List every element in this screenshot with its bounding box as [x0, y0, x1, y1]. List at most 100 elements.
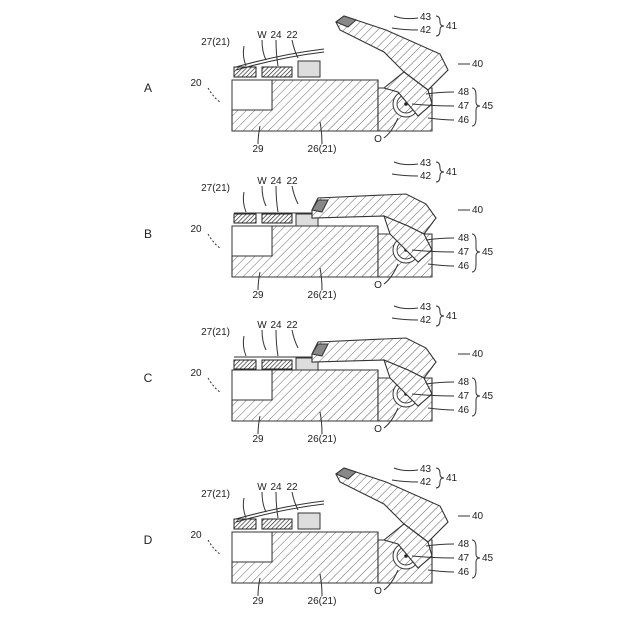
label-26-21: 26(21) — [308, 290, 337, 301]
leader-27 — [243, 46, 246, 66]
label-o: O — [374, 424, 382, 435]
leader-20 — [208, 378, 220, 392]
leader-42 — [392, 480, 418, 482]
label-20: 20 — [190, 78, 202, 89]
leader-24 — [276, 330, 278, 356]
leader-24 — [276, 186, 278, 212]
label-48: 48 — [458, 87, 470, 98]
brace-41 — [436, 16, 444, 36]
cover-27 — [234, 67, 256, 77]
leader-42 — [392, 318, 418, 320]
leader-w — [262, 40, 266, 60]
leader-w — [262, 330, 266, 350]
label-20: 20 — [190, 224, 202, 235]
cover-24 — [262, 67, 292, 77]
label-42: 42 — [420, 315, 432, 326]
label-24: 24 — [270, 30, 282, 41]
label-24: 24 — [270, 320, 282, 331]
label-o: O — [374, 280, 382, 291]
label-45: 45 — [482, 101, 494, 112]
label-26-21: 26(21) — [308, 434, 337, 445]
label-29: 29 — [252, 144, 264, 155]
label-42: 42 — [420, 477, 432, 488]
connector-22 — [298, 61, 320, 77]
brace-41 — [436, 468, 444, 488]
label-41: 41 — [446, 167, 458, 178]
panel-d: D4342414027(21)W242220484745462926(21)O — [144, 464, 494, 607]
leader-42 — [392, 174, 418, 176]
panel-b: B4342414027(21)W242220484745462926(21)O — [144, 158, 494, 301]
panel-letter: A — [144, 81, 152, 95]
lever-41 — [336, 16, 448, 90]
leader-43 — [394, 468, 418, 471]
label-45: 45 — [482, 391, 494, 402]
label-46: 46 — [458, 115, 470, 126]
label-45: 45 — [482, 553, 494, 564]
opening-29 — [232, 226, 272, 256]
label-41: 41 — [446, 473, 458, 484]
leader-20 — [208, 540, 220, 554]
label-26-21: 26(21) — [308, 144, 337, 155]
label-22: 22 — [286, 482, 298, 493]
label-24: 24 — [270, 176, 282, 187]
leader-w — [262, 186, 266, 206]
cover-27 — [234, 360, 256, 369]
leader-27 — [243, 498, 246, 518]
cover-24 — [262, 360, 292, 369]
leader-22 — [292, 186, 298, 204]
brace-45 — [472, 234, 480, 272]
label-w: W — [257, 482, 267, 493]
label-w: W — [257, 176, 267, 187]
label-27-21: 27(21) — [201, 489, 230, 500]
label-24: 24 — [270, 482, 282, 493]
label-26-21: 26(21) — [308, 596, 337, 607]
label-w: W — [257, 320, 267, 331]
cover-24 — [262, 519, 292, 529]
label-43: 43 — [420, 158, 432, 169]
brace-45 — [472, 540, 480, 578]
label-48: 48 — [458, 233, 470, 244]
cover-24 — [262, 214, 292, 223]
leader-27 — [243, 336, 246, 356]
label-40: 40 — [472, 349, 484, 360]
label-43: 43 — [420, 12, 432, 23]
brace-41 — [436, 306, 444, 326]
label-41: 41 — [446, 311, 458, 322]
label-22: 22 — [286, 30, 298, 41]
label-o: O — [374, 586, 382, 597]
cover-27 — [234, 519, 256, 529]
cover-27 — [234, 214, 256, 223]
leader-20 — [208, 234, 220, 248]
label-43: 43 — [420, 464, 432, 475]
label-42: 42 — [420, 171, 432, 182]
label-29: 29 — [252, 596, 264, 607]
leader-43 — [394, 306, 418, 309]
opening-29 — [232, 370, 272, 400]
label-45: 45 — [482, 247, 494, 258]
leader-w — [262, 492, 266, 512]
label-46: 46 — [458, 567, 470, 578]
label-48: 48 — [458, 539, 470, 550]
label-46: 46 — [458, 261, 470, 272]
panel-letter: C — [144, 371, 153, 385]
label-40: 40 — [472, 511, 484, 522]
lever-41 — [336, 468, 448, 542]
label-47: 47 — [458, 101, 470, 112]
label-42: 42 — [420, 25, 432, 36]
label-47: 47 — [458, 391, 470, 402]
leader-43 — [394, 16, 418, 19]
label-40: 40 — [472, 205, 484, 216]
label-41: 41 — [446, 21, 458, 32]
panel-letter: D — [144, 533, 153, 547]
label-27-21: 27(21) — [201, 183, 230, 194]
opening-29 — [232, 532, 272, 562]
leader-22 — [292, 492, 298, 510]
panel-a: A4342414027(21)W242220484745462926(21)O — [144, 12, 494, 155]
label-47: 47 — [458, 553, 470, 564]
label-43: 43 — [420, 302, 432, 313]
label-27-21: 27(21) — [201, 327, 230, 338]
leader-24 — [276, 40, 278, 66]
label-27-21: 27(21) — [201, 37, 230, 48]
label-w: W — [257, 30, 267, 41]
